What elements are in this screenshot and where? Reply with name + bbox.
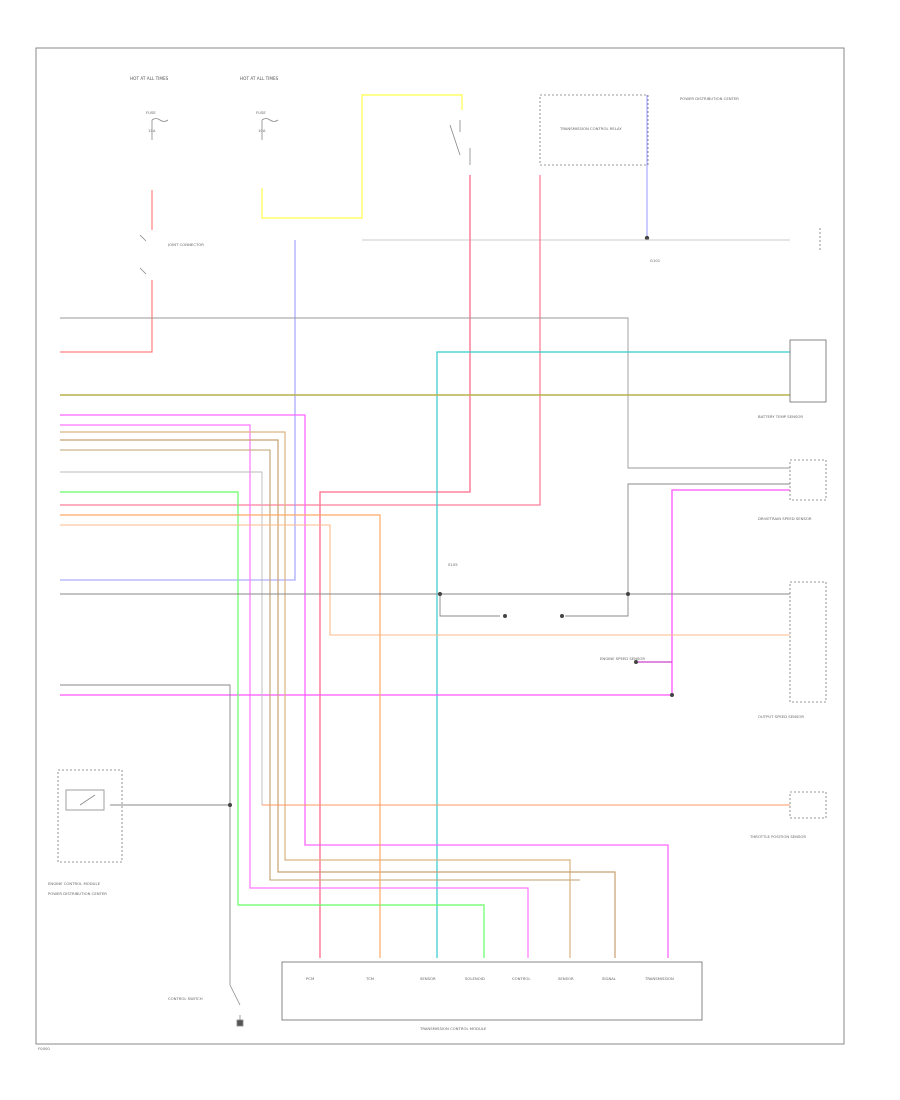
splice-node-left: [228, 803, 232, 807]
wire-red-right: [60, 175, 541, 506]
wire-blue-left: [60, 240, 296, 581]
hot-label-1: HOT AT ALL TIMES: [130, 76, 169, 81]
wire-orange-2: [60, 524, 790, 636]
joint-connector-symbol: [139, 234, 147, 275]
splice-node-mid: [438, 592, 442, 596]
relay-label: TRANSMISSION CONTROL RELAY: [559, 126, 622, 131]
fuse-symbol-2: [261, 118, 279, 140]
wire-grey-row2: [60, 471, 263, 805]
wire-red-relay: [319, 175, 471, 958]
throttle-sensor-box: [789, 791, 827, 819]
tcm-title: TRANSMISSION CONTROL MODULE: [419, 1026, 487, 1031]
wire-teal: [436, 351, 790, 958]
sensor-label-5: THROTTLE POSITION SENSOR: [749, 834, 806, 839]
wire-grey-inner2: [565, 483, 790, 617]
relay-box: [539, 94, 649, 166]
module-switch-symbol: [65, 789, 105, 811]
wire-grey-inner: [439, 594, 500, 617]
tcm-pins: PCM TCM SENSOR SOLENOID CONTROL SENSOR S…: [306, 976, 674, 981]
power-dist-top-label: POWER DISTRIBUTION CENTER: [680, 96, 739, 101]
power-dist-bottom-label: POWER DISTRIBUTION CENTER: [48, 891, 107, 896]
engine-control-module-box: [57, 769, 123, 863]
sensor-label-1: BATTERY TEMP SENSOR: [758, 414, 803, 419]
joint-connector-label: JOINT CONNECTOR: [167, 242, 204, 247]
control-switch-label: CONTROL SWITCH: [168, 996, 203, 1001]
wire-tan-2: [60, 439, 616, 958]
tcm-pin-6: SENSOR: [558, 976, 574, 981]
splice-node-inner: [503, 614, 507, 618]
splice-node-inner2: [560, 614, 564, 618]
tcm-pin-8: TRANSMISSION: [644, 976, 674, 981]
splice-node-right: [626, 592, 630, 596]
wire-yellow: [261, 94, 463, 219]
tcm-pin-4: SOLENOID: [465, 976, 485, 981]
left-module-label: ENGINE CONTROL MODULE: [48, 881, 101, 886]
hot-label-2: HOT AT ALL TIMES: [240, 76, 279, 81]
tcm-pin-2: TCM: [365, 976, 374, 981]
wire-orange-1: [60, 514, 381, 958]
tcm-pin-7: SIGNAL: [602, 976, 617, 981]
splice-node-magenta: [670, 693, 674, 697]
tcm-pin-5: CONTROL: [512, 976, 531, 981]
sensor-label-4: ENGINE SPEED SENSOR: [600, 656, 645, 661]
relay-switch: [449, 120, 471, 165]
wire-magenta-right: [60, 489, 790, 696]
tcm-pin-3: SENSOR: [420, 976, 436, 981]
wire-grey-row1: [60, 317, 790, 469]
wire-green: [60, 491, 485, 958]
drivetrain-sensor-box: [789, 459, 827, 501]
tcm-pin-1: PCM: [306, 976, 314, 981]
splice-node-top: [644, 235, 650, 241]
battery-temp-sensor-box: [789, 339, 827, 403]
diagram-frame: [35, 47, 845, 1045]
splice-label: S105: [448, 562, 458, 567]
fuse-symbol-1: [151, 118, 169, 140]
fuse-label-2: FUSE: [256, 110, 266, 115]
ground-label: G101: [650, 258, 661, 263]
wire-red-left: [60, 190, 153, 353]
fuse-label-1: FUSE: [146, 110, 156, 115]
sensor-label-3: OUTPUT SPEED SENSOR: [758, 714, 804, 719]
footer-code: F0000: [38, 1046, 50, 1051]
wire-tan-3: [60, 449, 580, 881]
wire-tan-1: [60, 431, 571, 958]
wire-magenta-2: [60, 424, 529, 958]
control-switch-symbol: [229, 960, 244, 1027]
output-speed-sensor-box: [789, 581, 827, 703]
sensor-label-2: DRIVETRAIN SPEED SENSOR: [758, 516, 812, 521]
tcm-box: [281, 961, 703, 1021]
splice-node-sensor: [634, 660, 638, 664]
wire-grey-left-module: [60, 684, 231, 960]
wire-magenta-1: [60, 414, 669, 958]
